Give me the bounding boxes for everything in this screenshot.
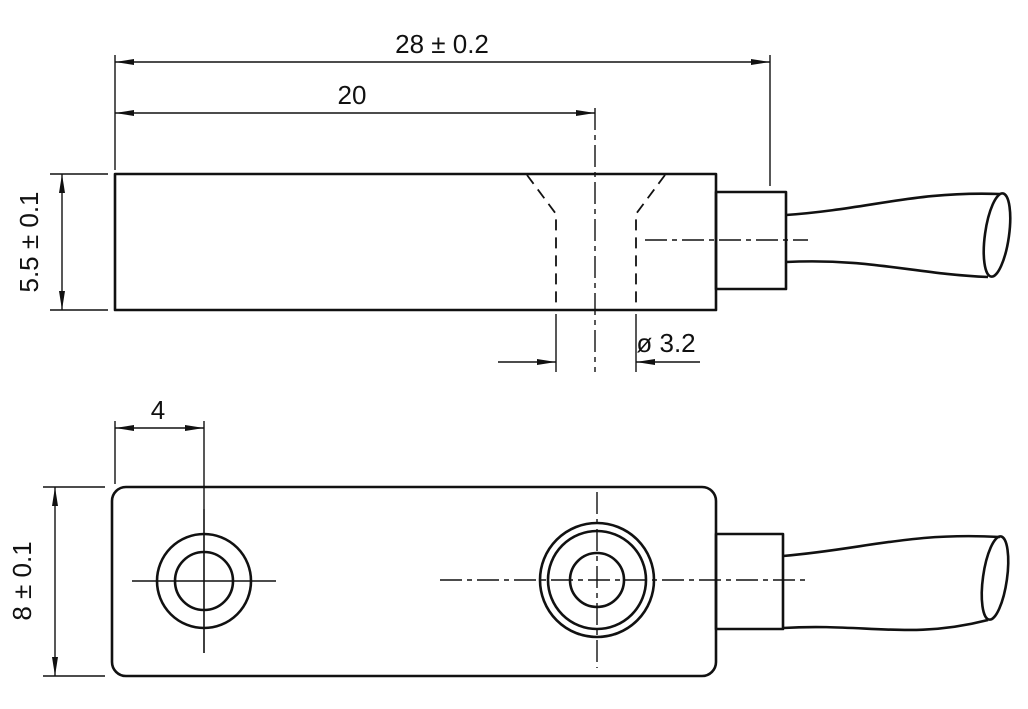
hidden-hole-outline — [526, 174, 666, 310]
side-view-cable — [785, 192, 1012, 279]
side-view-body — [113, 172, 718, 312]
dim-width: 8 ± 0.1 — [7, 486, 105, 677]
dim-hole-offset: 4 — [114, 395, 205, 509]
dim-hole-diameter-label: ø 3.2 — [636, 328, 695, 358]
top-view: 4 8 ± 0.1 — [7, 395, 1010, 678]
top-view-cable — [782, 534, 1010, 632]
dim-total-length: 28 ± 0.2 — [114, 29, 771, 186]
dim-hole-offset-label: 4 — [151, 395, 165, 425]
dim-height: 5.5 ± 0.1 — [14, 173, 108, 311]
dim-width-label: 8 ± 0.1 — [7, 541, 37, 620]
mounting-hole — [132, 509, 276, 653]
cable-cut-end — [982, 192, 1012, 278]
dim-height-label: 5.5 ± 0.1 — [14, 191, 44, 292]
dim-hole-diameter: ø 3.2 — [498, 314, 700, 372]
dim-total-length-label: 28 ± 0.2 — [395, 29, 489, 59]
cable-cut-end — [980, 535, 1010, 621]
dim-hole-distance: 20 — [115, 80, 595, 116]
dim-hole-distance-label: 20 — [338, 80, 367, 110]
side-view: 28 ± 0.2 20 5.5 ± 0.1 ø 3.2 — [14, 29, 1012, 372]
top-view-connector — [714, 532, 785, 631]
